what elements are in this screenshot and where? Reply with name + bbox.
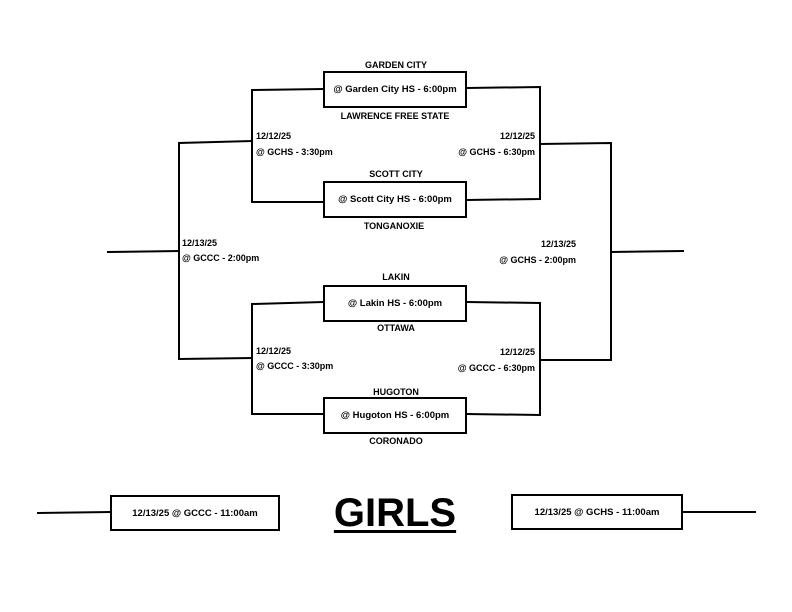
team-label-hugoton: HUGOTON xyxy=(373,387,419,397)
game-box-1: @ Garden City HS - 6:00pm xyxy=(323,71,467,108)
team-label-tonganoxie: TONGANOXIE xyxy=(363,221,425,231)
round2-bottom-left-date: 12/12/25 xyxy=(256,346,292,356)
page-title: GIRLS xyxy=(333,491,457,535)
connector-game2-right xyxy=(465,300,541,417)
connector-round2-left xyxy=(178,139,254,361)
team-label-coronado: CORONADO xyxy=(369,436,423,446)
team-label-garden-city: GARDEN CITY xyxy=(364,60,428,70)
round2-top-left-venue: @ GCHS - 3:30pm xyxy=(256,147,333,157)
semi-right-venue: @ GCHS - 2:00pm xyxy=(499,255,576,265)
game-box-4: @ Hugoton HS - 6:00pm xyxy=(323,397,467,434)
team-label-lakin: LAKIN xyxy=(382,272,410,282)
round2-bottom-right-venue: @ GCCC - 6:30pm xyxy=(457,363,535,373)
game-box-3: @ Lakin HS - 6:00pm xyxy=(323,285,467,322)
connector-game1-right xyxy=(465,85,541,202)
team-label-scott-city: SCOTT CITY xyxy=(369,169,423,179)
round2-top-right-venue: @ GCHS - 6:30pm xyxy=(458,147,535,157)
semi-right-date: 12/13/25 xyxy=(540,239,576,249)
connector-placement-left xyxy=(36,510,112,515)
round2-top-right-date: 12/12/25 xyxy=(499,131,535,141)
round2-bottom-left-venue: @ GCCC - 3:30pm xyxy=(256,361,334,371)
semi-left-venue: @ GCCC - 2:00pm xyxy=(182,253,260,263)
team-label-lawrence-free-state: LAWRENCE FREE STATE xyxy=(340,111,450,121)
connector-game1-left xyxy=(251,87,325,203)
connector-semi-left xyxy=(106,249,181,254)
semi-left-date: 12/13/25 xyxy=(182,238,218,248)
connector-game2-left xyxy=(251,300,325,415)
team-label-ottawa: OTTAWA xyxy=(377,323,415,333)
connector-semi-right xyxy=(609,249,685,254)
placement-box-right: 12/13/25 @ GCHS - 11:00am xyxy=(511,494,683,530)
placement-box-left: 12/13/25 @ GCCC - 11:00am xyxy=(110,495,280,531)
round2-bottom-right-date: 12/12/25 xyxy=(499,347,535,357)
game-box-2: @ Scott City HS - 6:00pm xyxy=(323,181,467,218)
round2-top-left-date: 12/12/25 xyxy=(256,131,292,141)
connector-round2-right xyxy=(538,141,612,361)
